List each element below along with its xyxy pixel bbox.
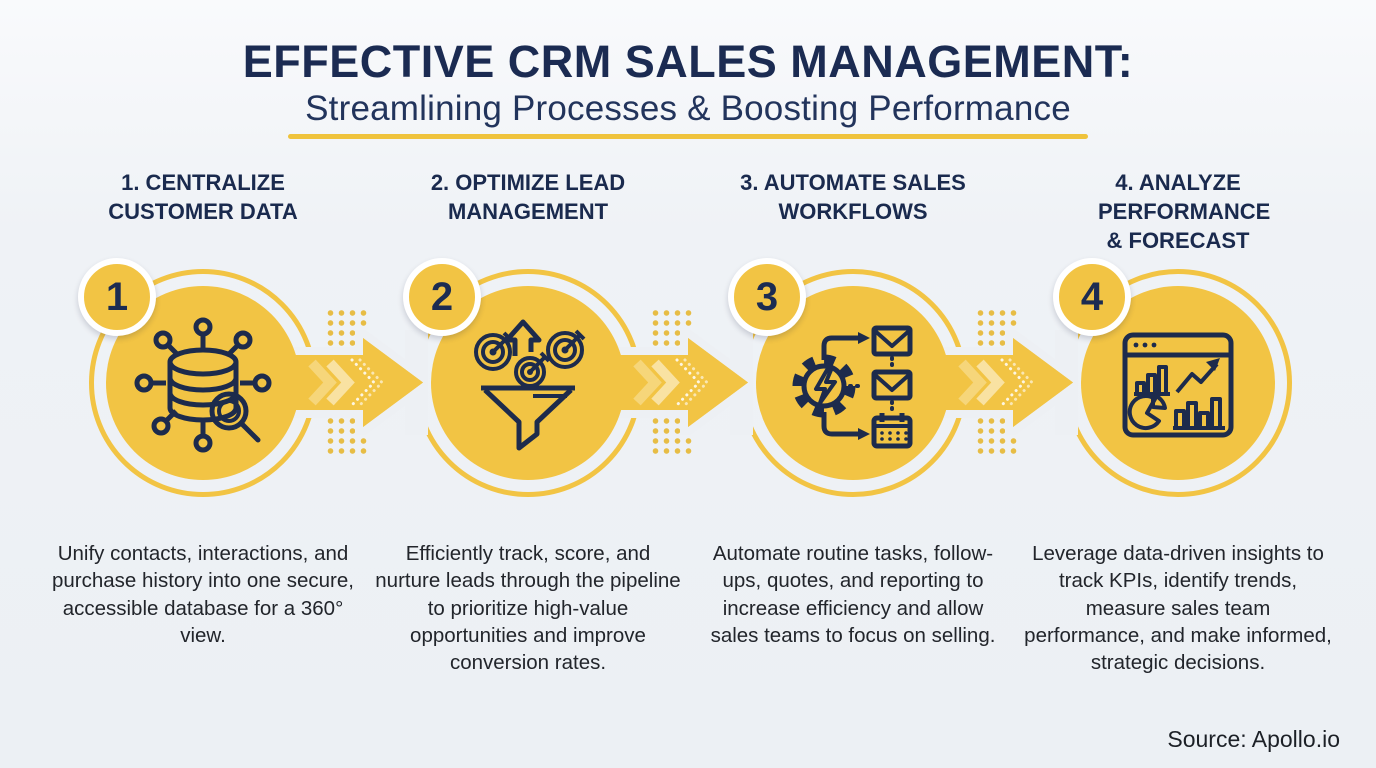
step-2-title: 2. OPTIMIZE LEAD MANAGEMENT [430,170,626,225]
step-1-title: 1. CENTRALIZE CUSTOMER DATA [108,170,298,225]
flow-arrow-1-2 [278,330,428,435]
step-1-description: Unify contacts, interactions, and purcha… [52,542,354,647]
analytics-dashboard-icon [1122,332,1234,438]
step-number: 4 [1080,274,1104,319]
step-4-title: 4. ANALYZE PERFORMANCE & FORECAST [1098,170,1271,254]
step-1-number-badge: 1 [78,258,156,336]
step-2-description: Efficiently track, score, and nurture le… [375,542,681,674]
lead-funnel-icon [474,319,586,451]
step-4-number-badge: 4 [1053,258,1131,336]
step-number: 2 [430,274,454,319]
step-4-description: Leverage data-driven insights to track K… [1024,542,1332,674]
automation-gear-icon [792,325,913,449]
step-3-number-badge: 3 [728,258,806,336]
step-3-description: Automate routine tasks, follow-ups, quot… [710,542,996,647]
page-title: EFFECTIVE CRM SALES MANAGEMENT: [242,36,1134,87]
step-2-number-badge: 2 [403,258,481,336]
step-number: 1 [105,274,129,319]
title-divider [288,134,1088,139]
database-network-icon [134,317,272,453]
step-number: 3 [755,274,779,319]
step-3-title: 3. AUTOMATE SALES WORKFLOWS [740,170,966,225]
flow-arrow-3-4 [928,330,1078,435]
flow-arrow-2-3 [603,330,753,435]
page-subtitle: Streamlining Processes & Boosting Perfor… [305,89,1071,128]
source-attribution: Source: Apollo.io [1167,726,1340,752]
